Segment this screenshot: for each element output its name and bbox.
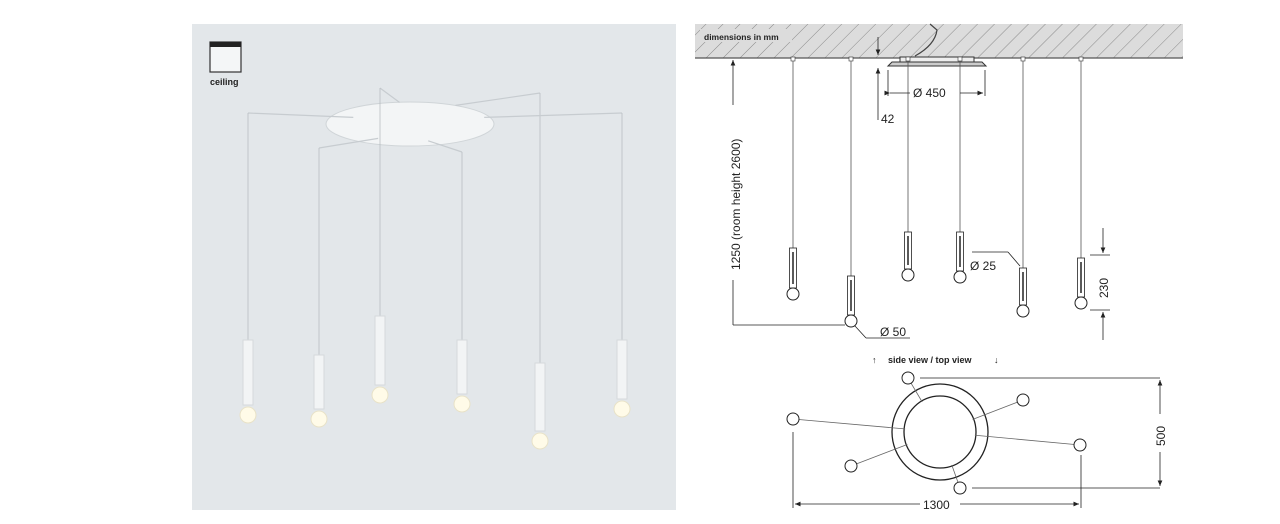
photo-pendant	[239, 112, 354, 424]
pendant-side	[1016, 56, 1030, 318]
pendant-side	[786, 56, 800, 301]
ceiling-mount-icon	[209, 41, 242, 73]
top-depth-label: 500	[1154, 426, 1168, 446]
pendant-side	[844, 56, 858, 328]
pendant-side	[953, 56, 967, 284]
product-photo: ceiling	[192, 24, 676, 510]
view-label: side view / top view	[888, 355, 973, 365]
photo-pendant	[428, 140, 471, 413]
photo-pendant	[371, 87, 400, 404]
tube-diameter-label: Ø 25	[970, 259, 996, 273]
pendant-side	[1074, 56, 1088, 310]
canopy-height-label: 42	[881, 112, 895, 126]
photo-pendant	[484, 112, 631, 418]
bulb-diameter-label: Ø 50	[880, 325, 906, 339]
down-arrow: ↓	[994, 355, 999, 365]
pendant-lamp-render: ceiling	[209, 41, 631, 450]
suspension-length-label: 1250 (room height 2600)	[729, 139, 743, 270]
pendant-lamps	[239, 87, 631, 450]
pendant-top	[844, 431, 941, 473]
top-width-label: 1300	[923, 498, 950, 512]
photo-pendant	[310, 137, 379, 428]
pendant-side	[901, 56, 915, 282]
mounting-label: ceiling	[210, 77, 239, 87]
pendant-length-label: 230	[1097, 278, 1111, 298]
top-view	[786, 371, 1087, 495]
up-arrow: ↑	[872, 355, 877, 365]
units-label: dimensions in mm	[704, 32, 779, 42]
photo-pendant	[455, 92, 549, 450]
pendants-side-view	[786, 56, 1088, 328]
canopy-side	[886, 56, 988, 67]
canopy-diameter-label: Ø 450	[913, 86, 946, 100]
